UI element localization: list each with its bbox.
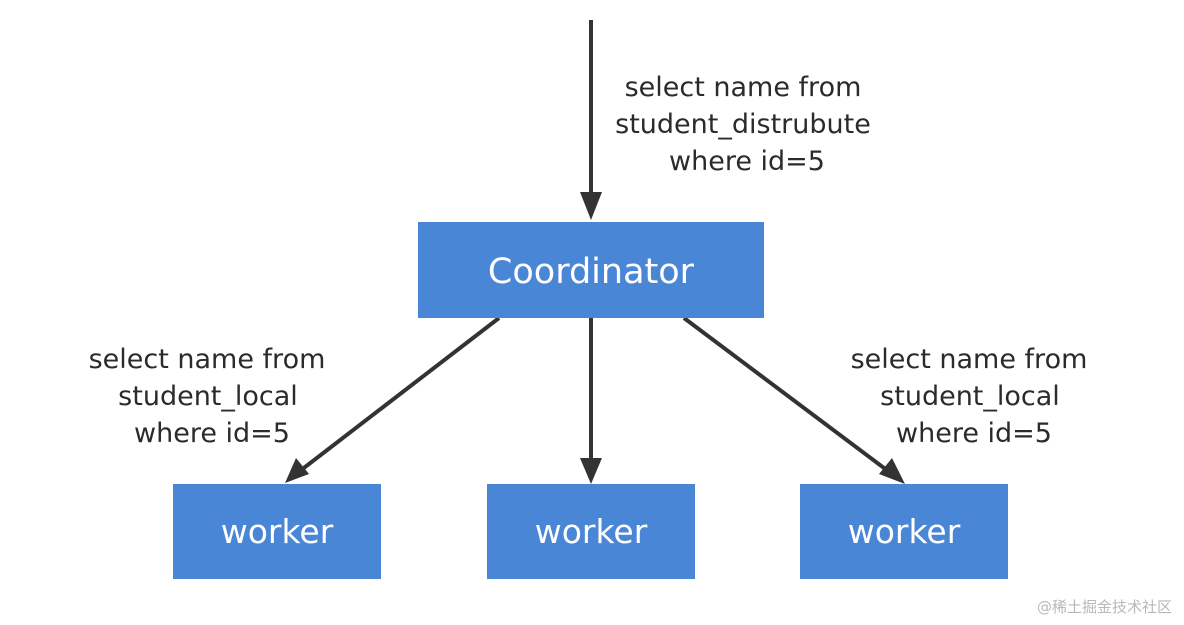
query-line: student_local bbox=[118, 381, 298, 412]
query-line: where id=5 bbox=[896, 418, 1052, 449]
coordinator-box bbox=[418, 222, 764, 318]
query-line: student_distrubute bbox=[615, 109, 871, 140]
query-line: where id=5 bbox=[134, 418, 290, 449]
worker-node-left: worker bbox=[173, 484, 381, 579]
right-arrow bbox=[682, 316, 894, 476]
query-line: select name from bbox=[89, 344, 326, 375]
incoming-query-label: select name from student_distrubute wher… bbox=[615, 72, 871, 177]
coordinator-label: Coordinator bbox=[488, 252, 695, 292]
worker-label: worker bbox=[848, 512, 961, 551]
middle-arrowhead bbox=[580, 458, 602, 484]
left-arrow bbox=[294, 316, 501, 476]
left-query-label: select name from student_local where id=… bbox=[89, 344, 326, 449]
left-arrowhead bbox=[285, 458, 309, 483]
query-line: select name from bbox=[625, 72, 862, 103]
incoming-arrowhead bbox=[580, 192, 602, 220]
worker-box bbox=[800, 484, 1008, 579]
query-line: where id=5 bbox=[669, 146, 825, 177]
worker-node-middle: worker bbox=[487, 484, 695, 579]
worker-node-right: worker bbox=[800, 484, 1008, 579]
query-line: select name from bbox=[851, 344, 1088, 375]
right-arrowhead bbox=[879, 458, 905, 484]
worker-label: worker bbox=[221, 512, 334, 551]
coordinator-node: Coordinator bbox=[418, 222, 764, 318]
worker-label: worker bbox=[535, 512, 648, 551]
arrows bbox=[285, 20, 905, 484]
watermark: @稀土掘金技术社区 bbox=[1036, 598, 1172, 616]
worker-box bbox=[173, 484, 381, 579]
worker-box bbox=[487, 484, 695, 579]
query-line: student_local bbox=[880, 381, 1060, 412]
right-query-label: select name from student_local where id=… bbox=[851, 344, 1088, 449]
